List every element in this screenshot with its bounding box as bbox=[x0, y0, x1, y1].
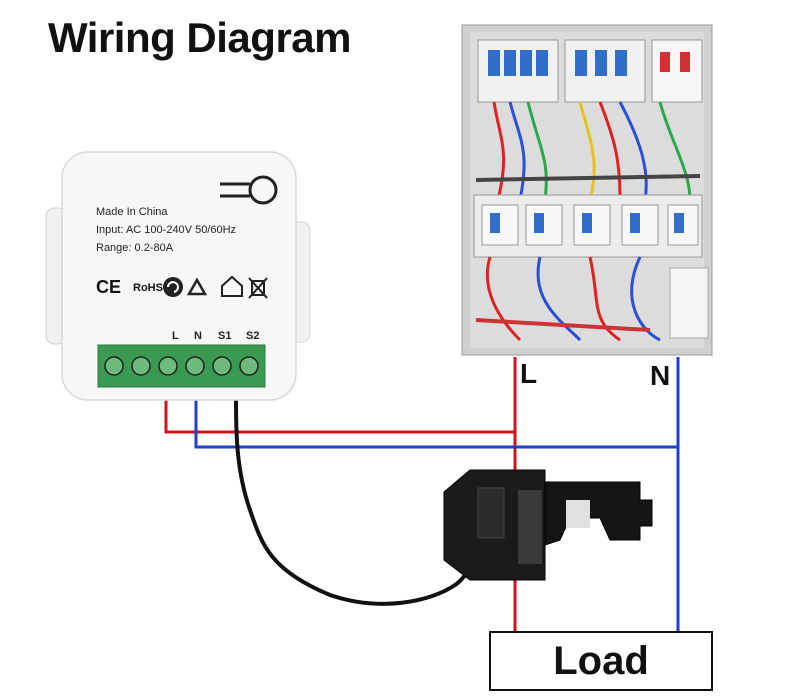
electrical-panel-photo bbox=[461, 24, 713, 356]
rohs-check-icon: RoHS bbox=[133, 282, 163, 294]
house-icon bbox=[221, 275, 243, 297]
crossed-bin-icon bbox=[248, 277, 268, 299]
neutral-line-label: N bbox=[650, 360, 671, 391]
ct-cable bbox=[234, 399, 482, 606]
device-range-text: Range: 0.2-80A bbox=[96, 242, 174, 254]
device-input-text: Input: AC 100-240V 50/60Hz bbox=[96, 224, 237, 236]
load-label: Load bbox=[553, 639, 649, 683]
load-box bbox=[489, 631, 713, 691]
terminal-label-s1: S1 bbox=[218, 330, 232, 342]
terminal-label-n: N bbox=[194, 330, 202, 342]
recycle-arrow-icon bbox=[163, 277, 183, 297]
terminal-block bbox=[97, 344, 266, 388]
device-neutral-wire bbox=[194, 398, 678, 449]
diagram-title: Wiring Diagram bbox=[48, 14, 352, 61]
ct-clamp-icon bbox=[443, 469, 653, 581]
terminal-screws bbox=[104, 356, 259, 376]
recycle-icon bbox=[186, 277, 208, 296]
terminal-label-s2: S2 bbox=[246, 330, 260, 342]
power-meter-device bbox=[45, 151, 311, 401]
live-line-label: L bbox=[520, 358, 538, 389]
pairing-button-icon bbox=[248, 175, 278, 205]
ce-mark-icon: CE bbox=[96, 277, 122, 297]
device-live-wire bbox=[164, 398, 515, 434]
device-origin-text: Made In China bbox=[96, 206, 168, 218]
terminal-label-l: L bbox=[172, 330, 179, 342]
